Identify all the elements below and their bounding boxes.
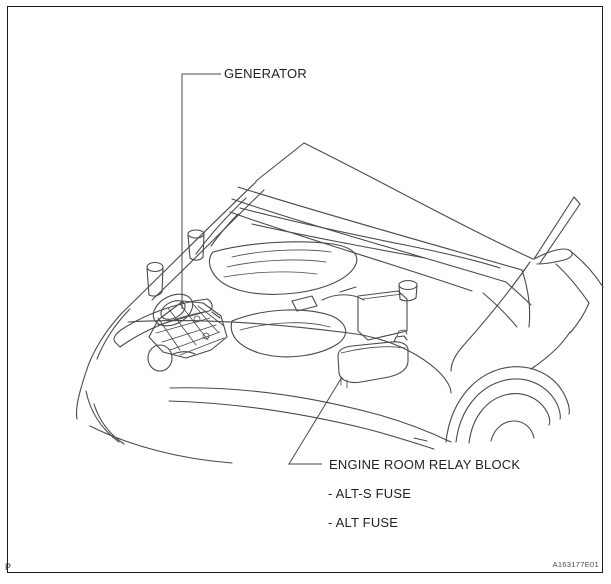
alt-fuse-label: - ALT FUSE	[328, 515, 399, 530]
air-cleaner	[230, 309, 347, 358]
engine-brackets	[291, 286, 365, 312]
generator-label: GENERATOR	[224, 66, 307, 81]
cowl-lines	[229, 186, 532, 328]
headlight	[113, 298, 221, 348]
oil-filler-cap	[187, 229, 205, 261]
bumper	[85, 387, 452, 464]
reservoir-right	[398, 279, 418, 302]
reservoir-left	[146, 261, 164, 297]
hood-edges	[121, 181, 265, 314]
battery-box	[357, 290, 408, 341]
generator-drawing	[148, 293, 228, 359]
relay-block-leader-line	[288, 376, 343, 465]
washer-cap	[147, 344, 196, 372]
page-marker: P	[5, 562, 12, 572]
engine-bay-upper-lines	[239, 207, 501, 269]
windshield-and-pillars	[255, 142, 581, 264]
wheel-arch	[413, 331, 571, 444]
engine-cover	[208, 241, 358, 295]
figure-code: A163177E01	[552, 560, 599, 569]
generator-leader-line	[181, 73, 221, 309]
apron-edge	[127, 320, 452, 394]
engine-room-relay-block-label: ENGINE ROOM RELAY BLOCK	[329, 457, 521, 472]
alt-s-fuse-label: - ALT-S FUSE	[328, 486, 412, 501]
right-fender	[450, 248, 604, 372]
figure-border	[7, 6, 603, 573]
left-fender-front	[75, 308, 131, 420]
